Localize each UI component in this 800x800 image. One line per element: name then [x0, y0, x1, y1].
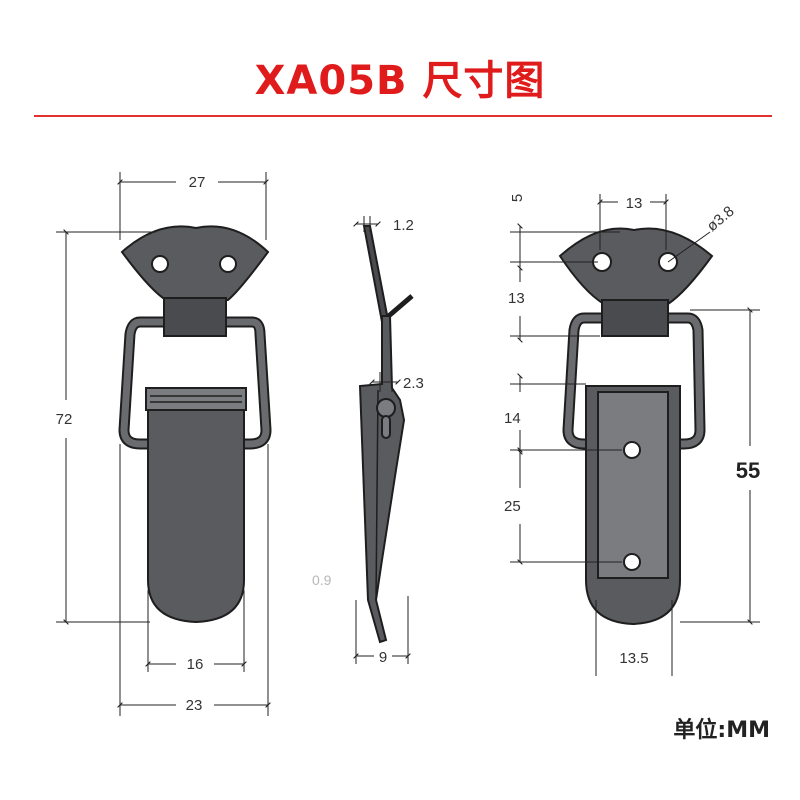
dim-lever-width: 16 — [187, 656, 204, 673]
front-view: 27 72 16 23 — [56, 172, 272, 716]
dim-middle-gap: 14 — [504, 410, 521, 427]
page-title: XA05B 尺寸图 — [254, 58, 546, 104]
dim-depth: 9 — [379, 649, 387, 666]
dim-lever-length: 55 — [736, 458, 760, 483]
dim-lever-width-back: 13.5 — [619, 650, 648, 667]
back-lever-inner — [597, 391, 669, 579]
front-lever-hinge — [145, 387, 247, 411]
back-rivet-top — [623, 441, 641, 459]
dim-pin: 2.3 — [403, 375, 424, 392]
side-body — [358, 315, 406, 644]
front-top-plate — [120, 225, 270, 301]
back-view: 13 5 ø3.8 13 14 25 55 13.5 — [504, 194, 760, 676]
side-pivot — [376, 398, 396, 418]
front-lever — [147, 391, 245, 624]
dim-top-width: 27 — [189, 174, 206, 191]
dim-hole-offset: 5 — [509, 194, 526, 202]
dim-plate-thickness: 1.2 — [393, 217, 414, 234]
dim-thickness: 0.9 — [312, 572, 332, 588]
back-hinge-block — [601, 299, 669, 337]
back-rivet-bottom — [623, 553, 641, 571]
title-divider — [34, 115, 772, 117]
dim-hole-diameter: ø3.8 — [704, 203, 738, 235]
front-mount-hole-left — [151, 255, 169, 273]
front-hinge-block — [163, 297, 227, 337]
side-view: 1.2 2.3 0.9 9 — [312, 216, 424, 666]
side-pin — [381, 415, 391, 439]
back-top-plate — [558, 227, 714, 305]
dim-rivet-spacing: 25 — [504, 498, 521, 515]
front-mount-hole-right — [219, 255, 237, 273]
dim-hole-spacing: 13 — [626, 195, 643, 212]
side-top-plate — [362, 225, 390, 324]
dim-height: 72 — [56, 411, 73, 428]
dim-upper-gap: 13 — [508, 290, 525, 307]
dim-bottom-width: 23 — [186, 697, 203, 714]
units-label: 单位:MM — [673, 718, 770, 743]
